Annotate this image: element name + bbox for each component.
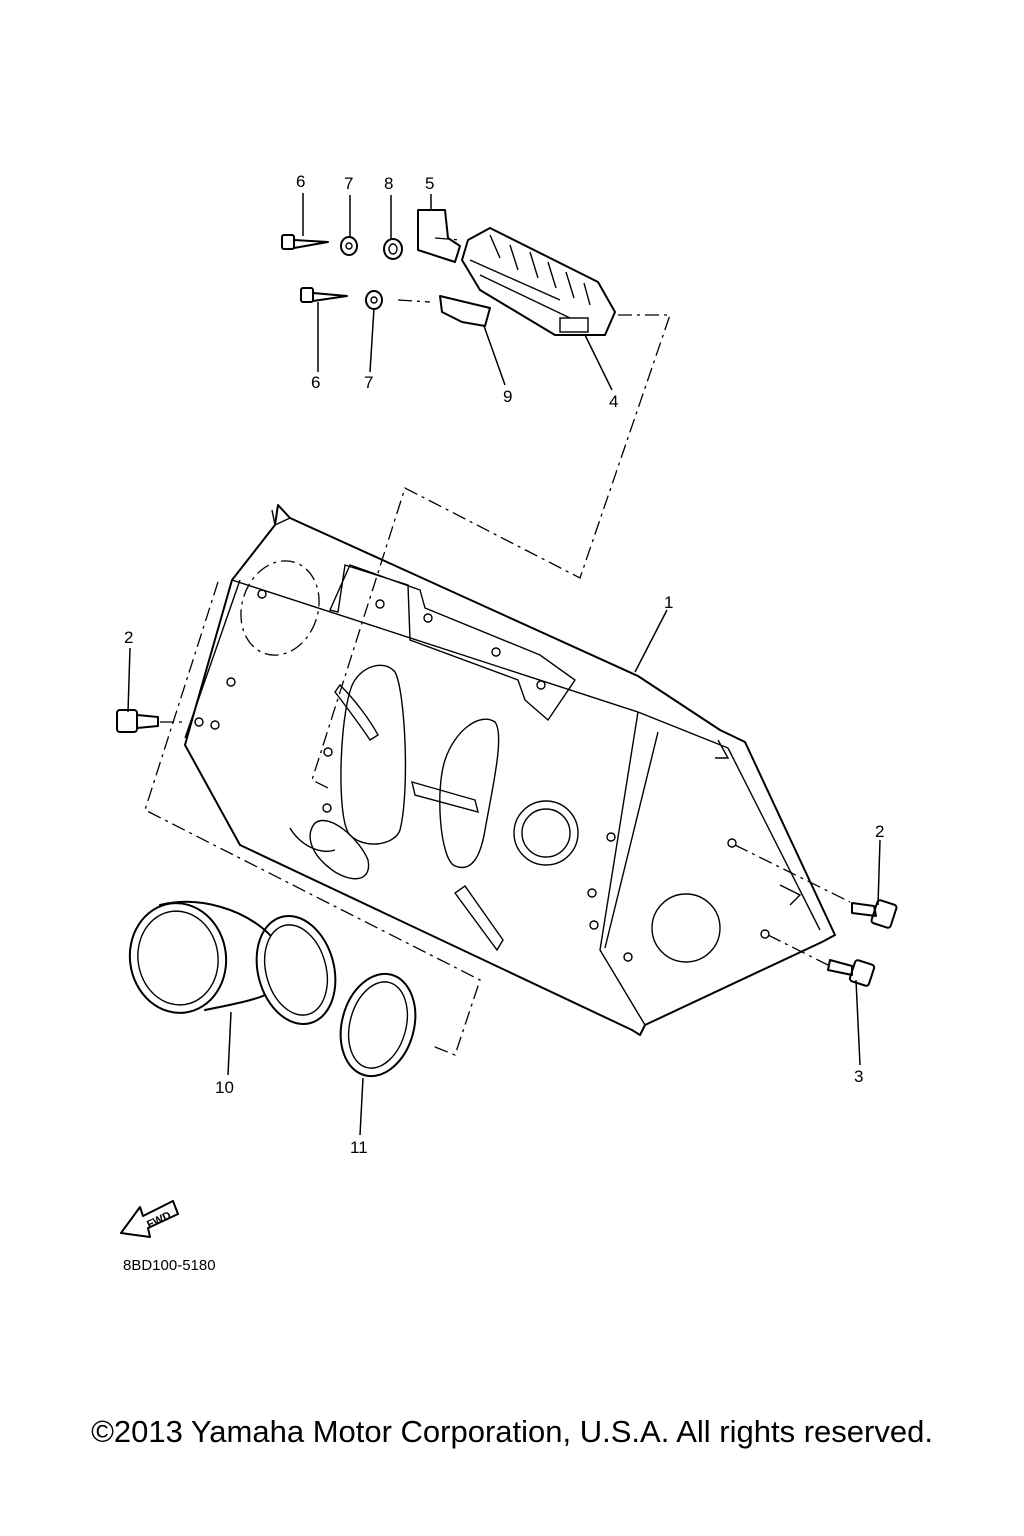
intake-duct-10: [128, 900, 337, 1026]
callout-2-left: 2: [124, 628, 133, 647]
bolt-2-left: [116, 709, 159, 733]
callout-labels: 6 7 8 5 6 7 9 4 1 2 2 3 10 11: [124, 172, 884, 1157]
callout-6-bottom: 6: [311, 373, 320, 392]
grommet-8: [383, 238, 403, 260]
callout-5: 5: [425, 174, 434, 193]
nut-7-top: [340, 236, 358, 256]
nut-7-bottom: [365, 290, 383, 310]
gasket-ring-11: [339, 972, 417, 1078]
callout-2-right: 2: [875, 822, 884, 841]
callout-1: 1: [664, 593, 673, 612]
callout-3: 3: [854, 1067, 863, 1086]
callout-7-bottom: 7: [364, 373, 373, 392]
screw-6-bottom: [300, 287, 348, 303]
copyright-notice: ©2013 Yamaha Motor Corporation, U.S.A. A…: [91, 1414, 933, 1449]
callout-10: 10: [215, 1078, 234, 1097]
terminal-block-4: [461, 227, 616, 336]
callout-6-top: 6: [296, 172, 305, 191]
screw-6-top: [281, 234, 329, 250]
bolt-2-right: [851, 899, 898, 929]
callout-9: 9: [503, 387, 512, 406]
callout-8: 8: [384, 174, 393, 193]
assembly-lines: [144, 237, 851, 1056]
bracket-5: [417, 209, 461, 263]
forward-arrow-icon: FWD: [120, 1200, 179, 1238]
bolt-3: [827, 959, 876, 987]
clamp-9: [439, 295, 491, 327]
callout-4: 4: [609, 392, 618, 411]
part-code: 8BD100-5180: [123, 1257, 216, 1274]
air-box-panel: [184, 504, 836, 1036]
leader-lines: [127, 193, 881, 1136]
callout-7-top: 7: [344, 174, 353, 193]
callout-11: 11: [350, 1138, 368, 1157]
